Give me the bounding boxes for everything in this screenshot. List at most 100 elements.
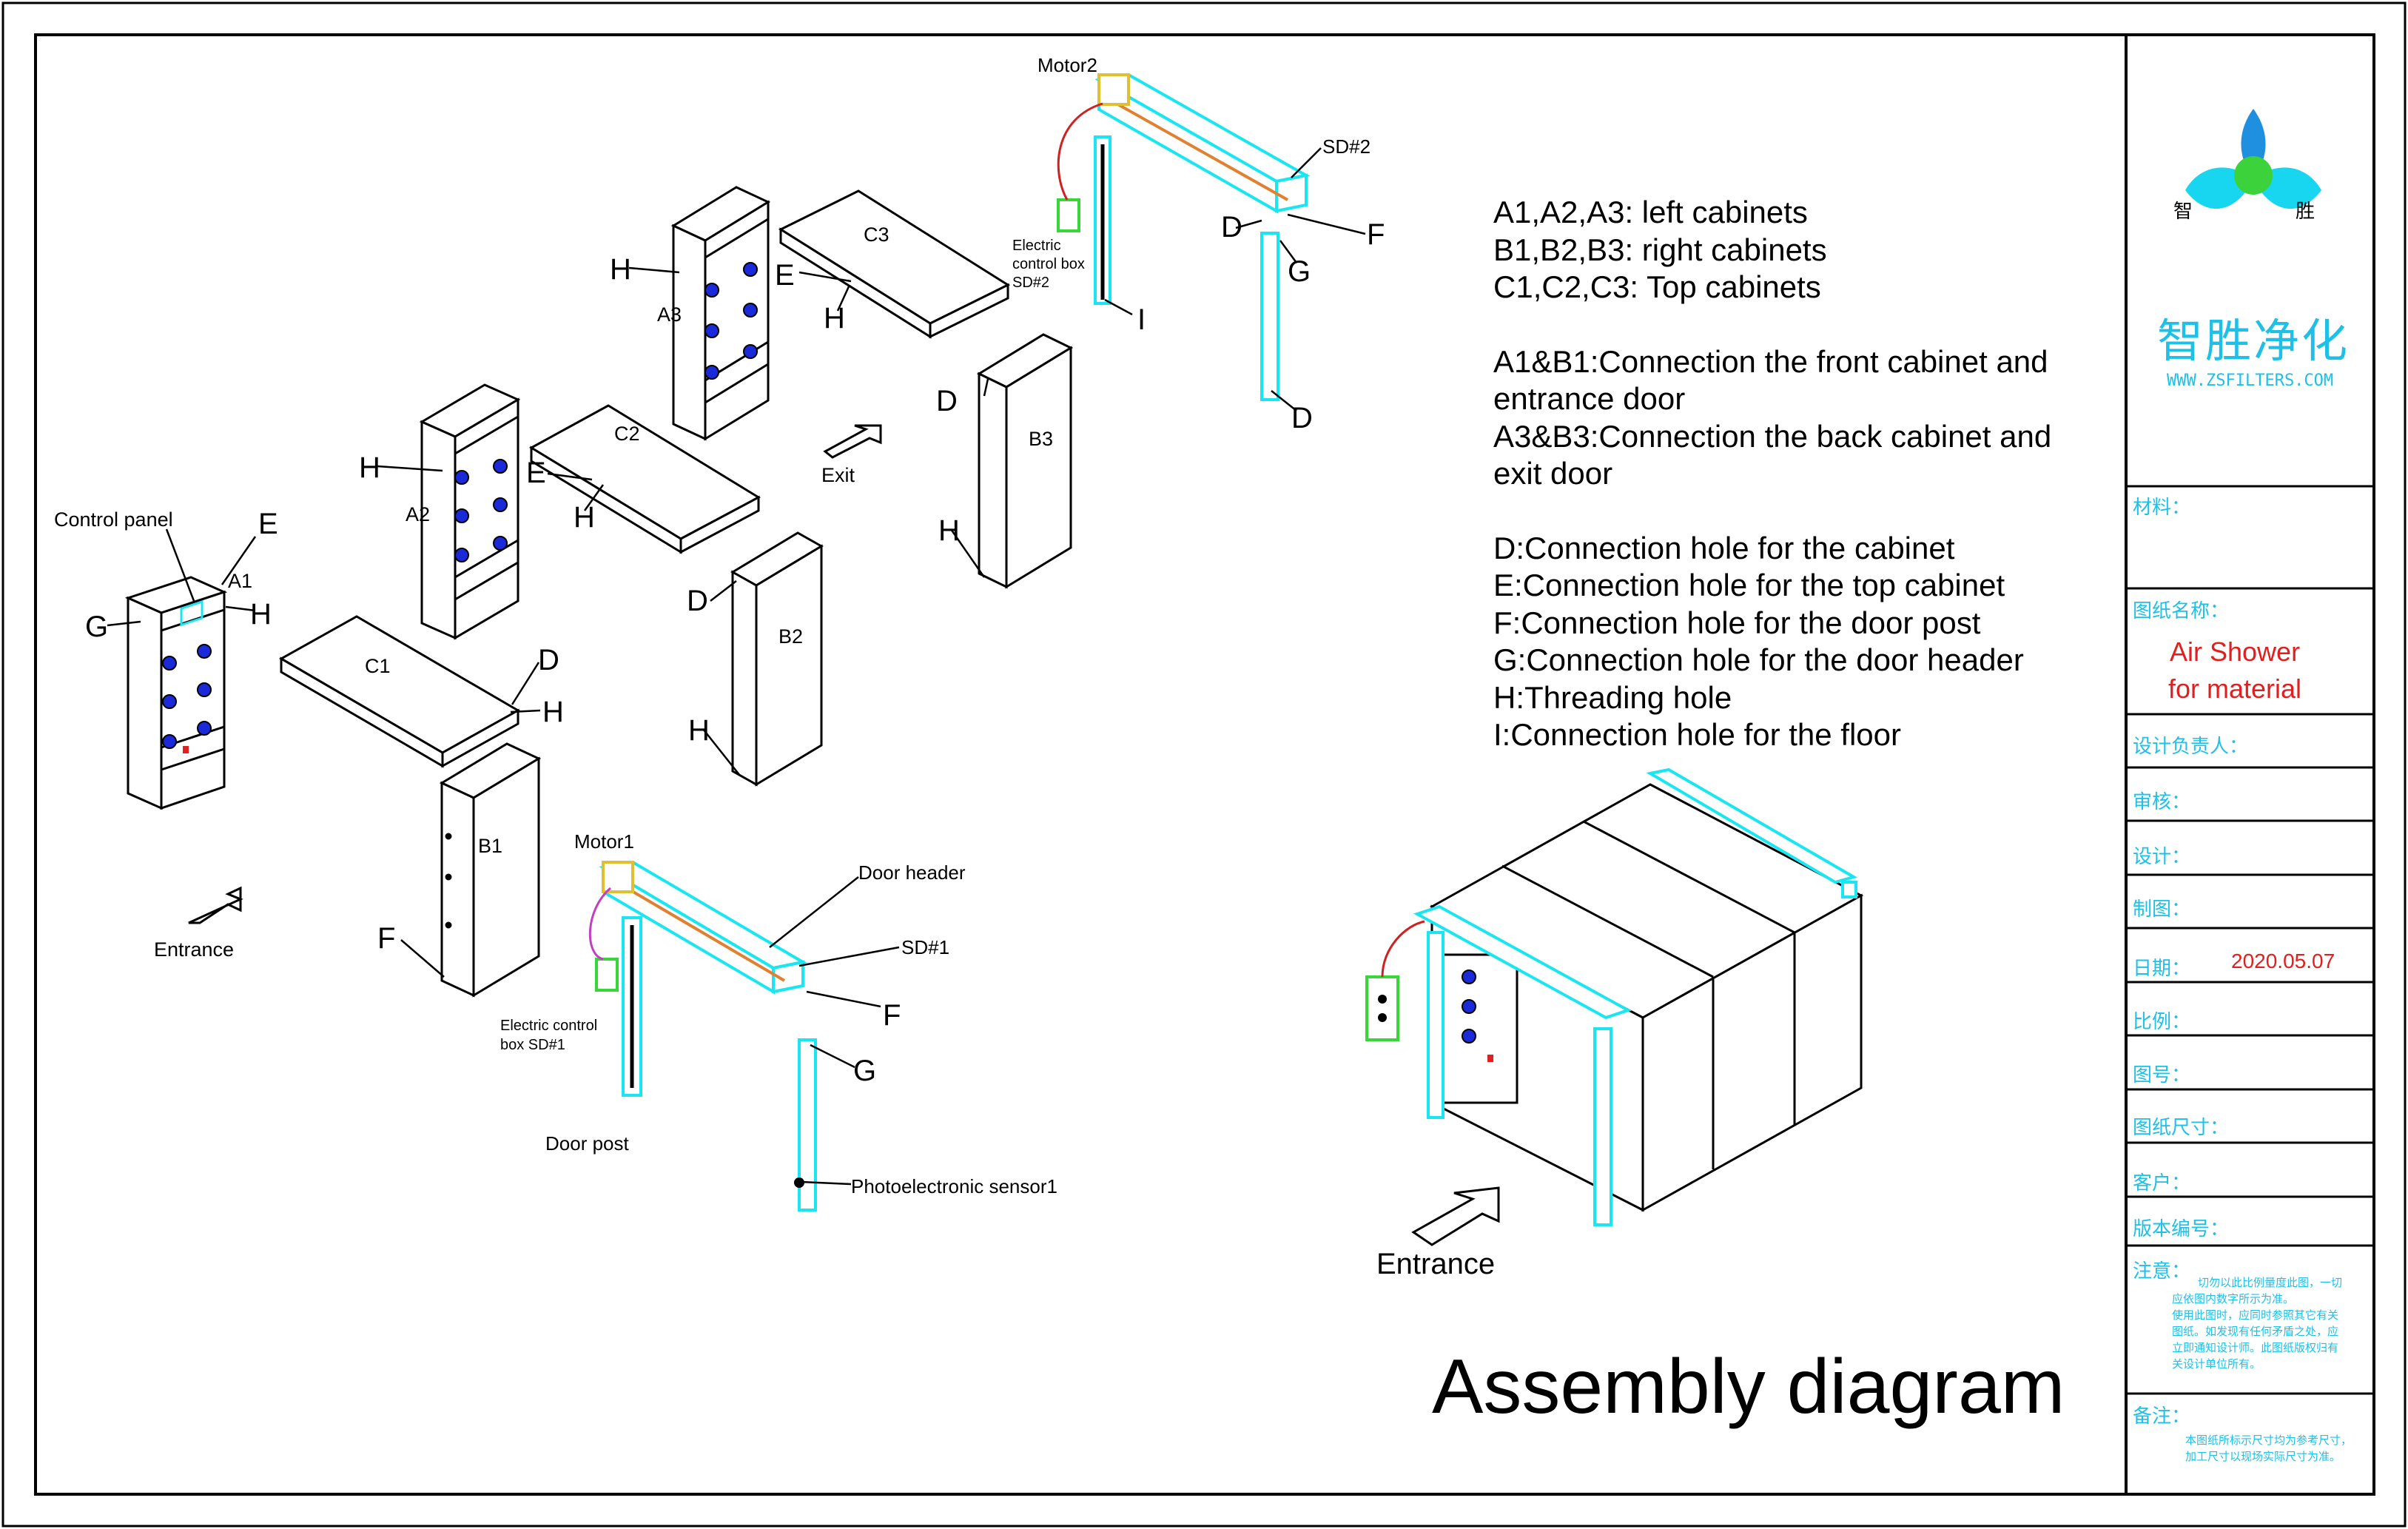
door-sd1-right-post <box>794 1038 817 1212</box>
drawing-number-label: 图号： <box>2133 1064 2191 1086</box>
date-label: 日期： <box>2133 958 2191 980</box>
door-sd2-header <box>1094 73 1311 214</box>
cabinet-c1 <box>278 615 521 768</box>
inner-border <box>34 33 2375 1496</box>
label-sd2: SD#2 <box>1322 135 1371 158</box>
label-h-c2: H <box>574 501 595 534</box>
label-h-c1: H <box>542 696 564 728</box>
drawing-name-label: 图纸名称： <box>2133 600 2230 622</box>
label-ecb-sd2-line3: SD#2 <box>1012 275 1050 291</box>
company-logo <box>2185 109 2321 209</box>
legend-line: D:Connection hole for the cabinet <box>1493 530 1955 565</box>
label-exit: Exit <box>821 464 855 486</box>
label-f-b1: F <box>377 922 396 955</box>
label-photoelectronic-sensor: Photoelectronic sensor1 <box>851 1175 1057 1197</box>
entrance-arrow-assembled <box>1411 1186 1500 1246</box>
label-e-c3: E <box>775 259 795 292</box>
label-h-a1: H <box>250 598 272 631</box>
door-sd1-left-post <box>622 916 642 1097</box>
design-label: 设计： <box>2133 846 2191 868</box>
entrance-arrow-left <box>188 886 243 924</box>
label-e-c2: E <box>526 457 546 489</box>
label-g-sd2: G <box>1288 255 1311 288</box>
label-h-a2: H <box>359 451 380 484</box>
label-f-sd1: F <box>883 999 901 1032</box>
label-d-b3: D <box>936 385 958 417</box>
label-ecb-sd1-line2: box SD#1 <box>500 1037 565 1053</box>
company-name: 智胜净化 <box>2157 314 2350 368</box>
drafting-label: 制图： <box>2133 898 2191 921</box>
label-h-b3: H <box>938 514 960 547</box>
assembled-control-box <box>1365 920 1425 1041</box>
legend-line: exit door <box>1493 456 1613 491</box>
legend-line: A3&B3:Connection the back cabinet and <box>1493 418 2052 454</box>
electric-control-box-sd1 <box>588 887 619 992</box>
logo-char-left: 智 <box>2173 201 2193 223</box>
legend-gap <box>1493 306 2100 343</box>
cabinet-a2 <box>419 383 521 640</box>
label-ecb-sd1-line1: Electric control <box>500 1018 598 1034</box>
label-door-header: Door header <box>858 861 966 884</box>
legend-line: H:Threading hole <box>1493 679 1732 715</box>
company-website: WWW.ZSFILTERS.COM <box>2167 372 2334 390</box>
label-b3: B3 <box>1029 428 1054 450</box>
assembled-air-shower <box>1429 783 1864 1212</box>
label-i-sd2: I <box>1137 303 1146 336</box>
legend-line: E:Connection hole for the top cabinet <box>1493 568 2005 602</box>
label-d-sd2-bottom: D <box>1291 402 1313 434</box>
label-e-a1: E <box>258 508 278 540</box>
label-h-c3: H <box>824 302 845 335</box>
cabinet-a3 <box>670 186 771 441</box>
legend-line: A1,A2,A3: left cabinets <box>1493 195 1808 229</box>
label-f-sd2: F <box>1367 218 1385 251</box>
assembled-door-frame <box>1413 767 1858 1226</box>
label-b1: B1 <box>478 835 503 857</box>
notice-text: 切勿以此比例量度此图，一切 应依图内数字所示为准。 使用此图时，应同时参照其它有… <box>2172 1274 2370 1372</box>
label-d-b2: D <box>687 585 708 617</box>
legend-line: C1,C2,C3: Top cabinets <box>1493 269 1821 304</box>
label-a1: A1 <box>228 570 253 592</box>
legend-line: B1,B2,B3: right cabinets <box>1493 232 1827 267</box>
label-h-b2: H <box>688 714 710 747</box>
cabinet-b3 <box>976 333 1074 589</box>
material-label: 材料： <box>2133 497 2191 519</box>
label-d-sd2-top: D <box>1221 211 1242 243</box>
scale-label: 比例： <box>2133 1011 2191 1033</box>
notice-label: 注意： <box>2133 1260 2191 1283</box>
remark-line: 加工尺寸以现场实际尺寸为准。 <box>2185 1450 2341 1463</box>
electric-control-box-sd2 <box>1057 102 1103 232</box>
legend: A1,A2,A3: left cabinets B1,B2,B3: right … <box>1493 194 2100 754</box>
drawing-name-line1: Air Shower <box>2170 636 2301 667</box>
legend-line: F:Connection hole for the door post <box>1493 605 1981 640</box>
remark-text: 本图纸所标示尺寸均为参考尺寸， 加工尺寸以现场实际尺寸为准。 <box>2159 1432 2370 1465</box>
label-ecb-sd2-line1: Electric <box>1012 238 1061 254</box>
cabinet-c2 <box>529 404 761 554</box>
legend-line: A1&B1:Connection the front cabinet and <box>1493 343 2048 379</box>
leader-lines <box>107 147 1366 1186</box>
cabinet-c3 <box>778 189 1011 339</box>
cabinet-b2 <box>730 531 824 787</box>
door-sd2-right-post <box>1260 232 1279 401</box>
notice-line: 立即通知设计师。此图纸版权归有 <box>2172 1341 2339 1354</box>
label-entrance-assembled: Entrance <box>1376 1248 1496 1280</box>
door-sd1-header <box>599 860 807 995</box>
label-c3: C3 <box>864 224 889 246</box>
notice-line: 使用此图时，应同时参照其它有关 <box>2172 1308 2339 1322</box>
client-label: 客户： <box>2133 1172 2191 1194</box>
label-ecb-sd2: Electric control box SD#2 <box>1012 237 1085 292</box>
label-d-c1: D <box>538 644 559 676</box>
label-ecb-sd2-line2: control box <box>1012 256 1085 272</box>
label-control-panel: Control panel <box>54 508 173 531</box>
notice-line: 切勿以此比例量度此图，一切 <box>2198 1276 2343 1289</box>
label-h-a3: H <box>610 253 631 286</box>
label-g-a1: G <box>85 611 109 643</box>
drawing-name-line2: for material <box>2168 673 2302 704</box>
drawing-title: Assembly diagram <box>1432 1344 2065 1430</box>
drawing-size-label: 图纸尺寸： <box>2133 1117 2230 1139</box>
cabinet-b1 <box>439 742 542 998</box>
logo-char-right: 胜 <box>2296 201 2315 223</box>
label-a3: A3 <box>657 303 682 326</box>
